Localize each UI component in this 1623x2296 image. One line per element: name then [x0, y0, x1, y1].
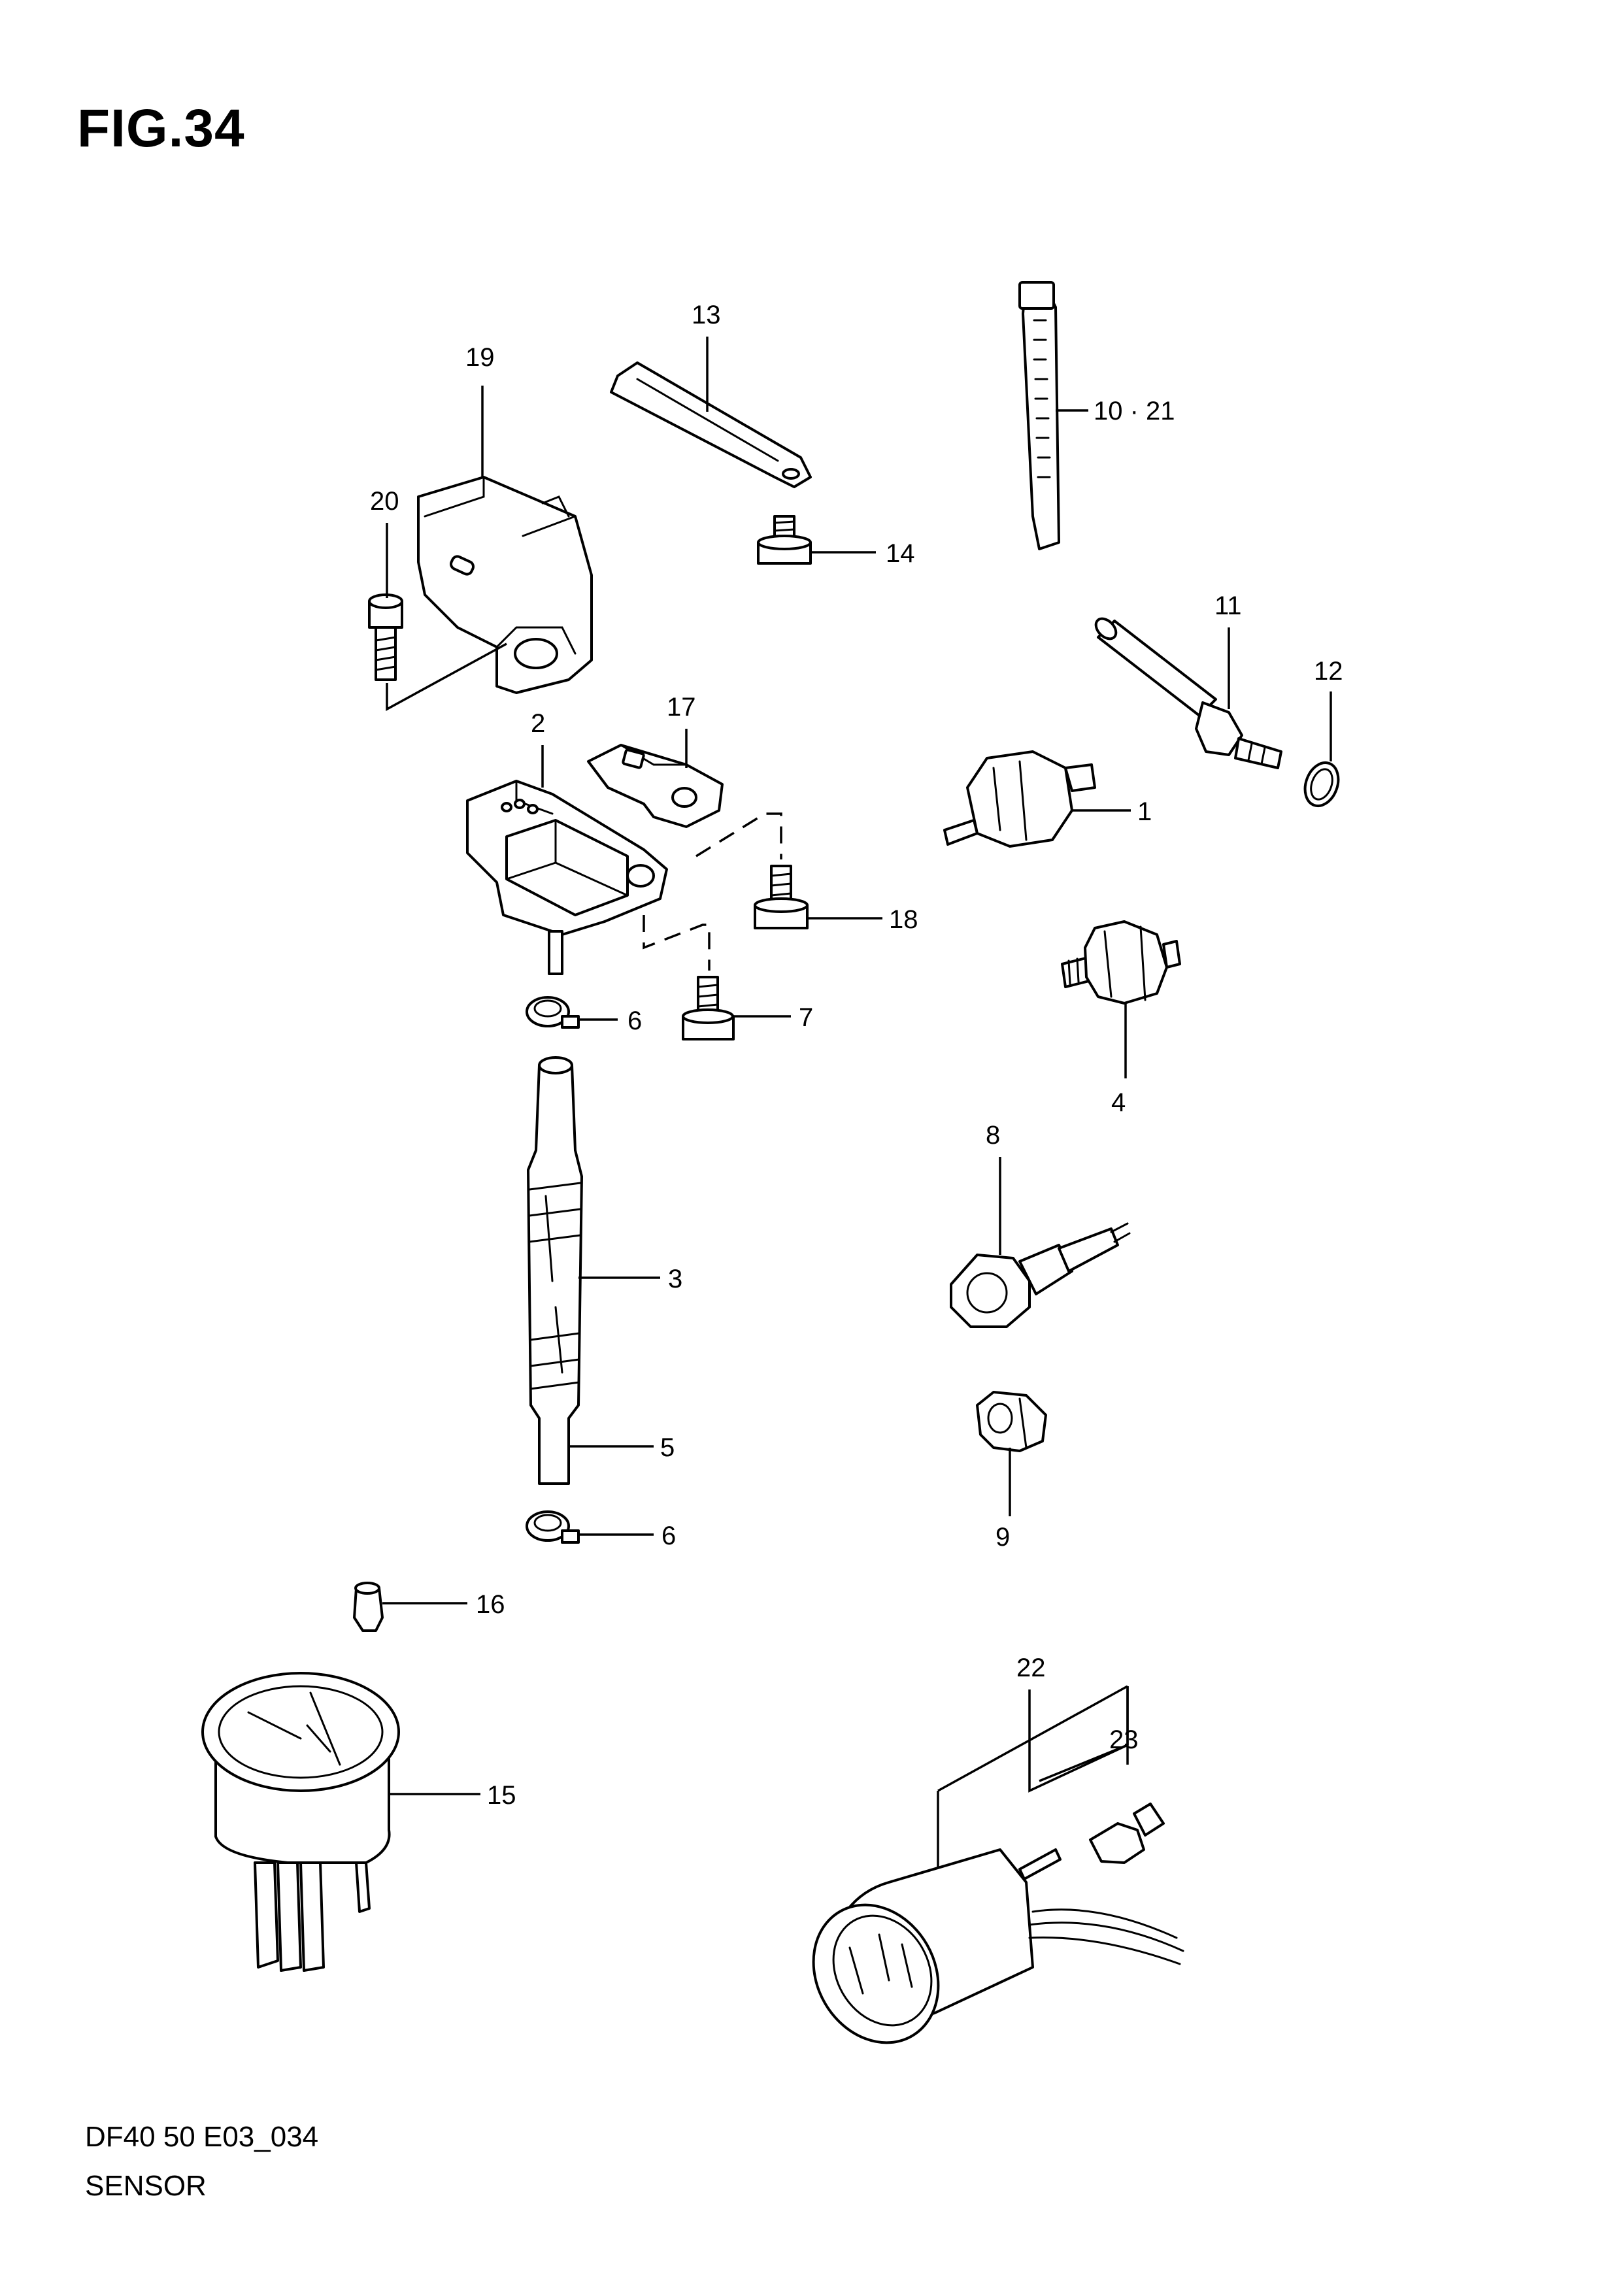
figure-name: SENSOR: [85, 2170, 207, 2202]
figure-title: FIG.34: [77, 99, 245, 158]
part-11-hose-fitting[interactable]: [1092, 615, 1282, 769]
callout-11: 11: [1214, 591, 1242, 620]
callout-16: 16: [476, 1590, 505, 1619]
callout-8: 8: [986, 1121, 1000, 1150]
callout-10-21: 10 · 21: [1094, 397, 1175, 425]
figure-code: DF40 50 E03_034: [85, 2121, 319, 2153]
part-22-gauge-assembly[interactable]: [789, 1848, 1184, 2065]
callout-6-lower: 6: [661, 1522, 676, 1550]
part-19-sensor-housing[interactable]: [417, 476, 593, 694]
assembly-line-22: [1028, 1689, 1128, 1793]
callout-6-upper: 6: [627, 1007, 642, 1035]
callout-5: 5: [660, 1433, 675, 1462]
callout-12: 12: [1314, 657, 1343, 686]
callout-17: 17: [667, 693, 696, 722]
part-4-switch[interactable]: [1061, 920, 1181, 1005]
callout-22: 22: [1016, 1654, 1046, 1682]
part-6-clamp-upper[interactable]: [526, 996, 580, 1029]
callout-23: 23: [1109, 1725, 1139, 1754]
callout-19: 19: [465, 343, 495, 372]
callout-1: 1: [1137, 797, 1152, 826]
part-8-connector-sensor[interactable]: [950, 1222, 1131, 1328]
part-16-bulb[interactable]: [353, 1582, 384, 1632]
part-3-hose[interactable]: [527, 1056, 583, 1485]
part-14-bolt[interactable]: [757, 515, 812, 565]
callout-14: 14: [886, 539, 915, 568]
part-9-grommet[interactable]: [976, 1391, 1047, 1452]
callout-2: 2: [531, 709, 545, 738]
part-2-map-sensor[interactable]: [466, 780, 668, 975]
callout-4: 4: [1111, 1088, 1126, 1117]
callout-13: 13: [692, 301, 721, 329]
part-1-sensor[interactable]: [943, 750, 1096, 848]
part-20-bolt[interactable]: [368, 593, 403, 681]
assembly-line-18: [695, 812, 782, 859]
callout-18: 18: [889, 905, 918, 934]
assembly-line-22-23: [937, 1685, 1128, 1792]
callout-20: 20: [370, 487, 399, 516]
part-10-21-cable-tie[interactable]: [1018, 281, 1060, 550]
assembly-line-20-19: [386, 642, 507, 711]
part-18-bolt[interactable]: [754, 865, 809, 929]
part-23-bulb[interactable]: [1089, 1803, 1165, 1864]
callout-3: 3: [668, 1265, 682, 1293]
part-12-o-ring[interactable]: [1299, 758, 1344, 810]
callout-7: 7: [799, 1003, 813, 1032]
part-7-bolt[interactable]: [682, 976, 735, 1040]
assembly-line-7: [643, 915, 711, 971]
part-17-bracket[interactable]: [587, 744, 724, 828]
part-13-strap[interactable]: [610, 361, 812, 488]
callout-15: 15: [487, 1781, 516, 1810]
callout-9: 9: [996, 1523, 1010, 1552]
part-6-clamp-lower[interactable]: [526, 1510, 580, 1544]
part-15-gauge[interactable]: [201, 1672, 400, 1972]
